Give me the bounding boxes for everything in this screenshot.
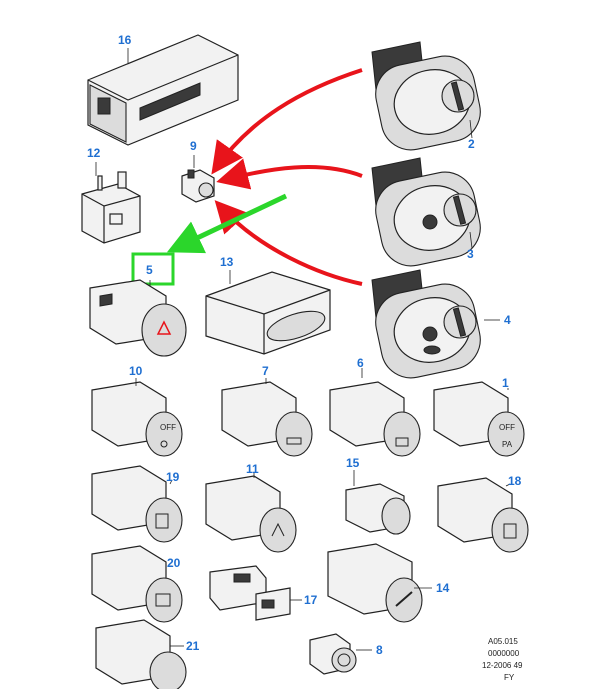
highlight-box-5 [131, 252, 175, 286]
callout-5: 5 [146, 263, 153, 277]
part-7-switch[interactable]: 7 [221, 364, 313, 457]
red-arrows [211, 68, 363, 286]
callout-2: 2 [468, 137, 475, 151]
part-13-module[interactable]: 13 [205, 255, 331, 355]
callout-12: 12 [87, 146, 101, 160]
part-16-control-unit[interactable]: 16 [87, 33, 239, 146]
label-off-1: OFF [499, 423, 515, 432]
callout-6: 6 [357, 356, 364, 370]
part-11-switch[interactable]: 11 [205, 462, 297, 553]
part-1-switch[interactable]: OFF PA 1 [433, 376, 525, 457]
callout-17: 17 [304, 593, 318, 607]
callout-13: 13 [220, 255, 234, 269]
callout-18: 18 [508, 474, 522, 488]
part-3-light-switch[interactable]: 3 [370, 157, 486, 271]
reference-line-4: FY [504, 673, 515, 682]
part-2-light-switch[interactable]: 2 [370, 41, 486, 155]
reference-line-2: 0000000 [488, 649, 520, 658]
callout-20: 20 [167, 556, 181, 570]
callout-9: 9 [190, 139, 197, 153]
part-12-relay[interactable]: 12 [81, 146, 141, 244]
part-19-switch[interactable]: 19 [91, 465, 183, 543]
callout-14: 14 [436, 581, 450, 595]
part-9-bulb-holder[interactable]: 9 [181, 139, 215, 203]
label-pa-1: PA [502, 440, 513, 449]
callout-3: 3 [467, 247, 474, 261]
callout-15: 15 [346, 456, 360, 470]
part-5-hazard-switch[interactable]: 5 [89, 263, 187, 357]
part-14-switch[interactable]: 14 [327, 543, 450, 623]
callout-21: 21 [186, 639, 200, 653]
part-18-switch[interactable]: 18 [437, 474, 529, 553]
part-21-switch[interactable]: 21 [95, 619, 200, 689]
reference-line-1: A05.015 [488, 637, 518, 646]
callout-7: 7 [262, 364, 269, 378]
part-6-switch[interactable]: 6 [329, 356, 421, 457]
callout-1: 1 [502, 376, 509, 390]
callout-10: 10 [129, 364, 143, 378]
reference-block: A05.015 0000000 12-2006 49 FY [482, 637, 523, 682]
reference-line-3: 12-2006 49 [482, 661, 523, 670]
callout-4: 4 [504, 313, 511, 327]
label-off-10: OFF [160, 423, 176, 432]
part-8-knob[interactable]: 8 [309, 633, 383, 675]
part-20-switch[interactable]: 20 [91, 545, 183, 623]
callout-8: 8 [376, 643, 383, 657]
part-4-light-switch[interactable]: 4 [370, 269, 511, 383]
callout-19: 19 [166, 470, 180, 484]
callout-16: 16 [118, 33, 132, 47]
callout-11: 11 [246, 462, 259, 476]
part-17-connector[interactable]: 17 [209, 565, 318, 621]
part-15-switch[interactable]: 15 [345, 456, 411, 535]
green-arrow [166, 193, 288, 254]
part-10-switch[interactable]: OFF 10 [91, 364, 183, 457]
